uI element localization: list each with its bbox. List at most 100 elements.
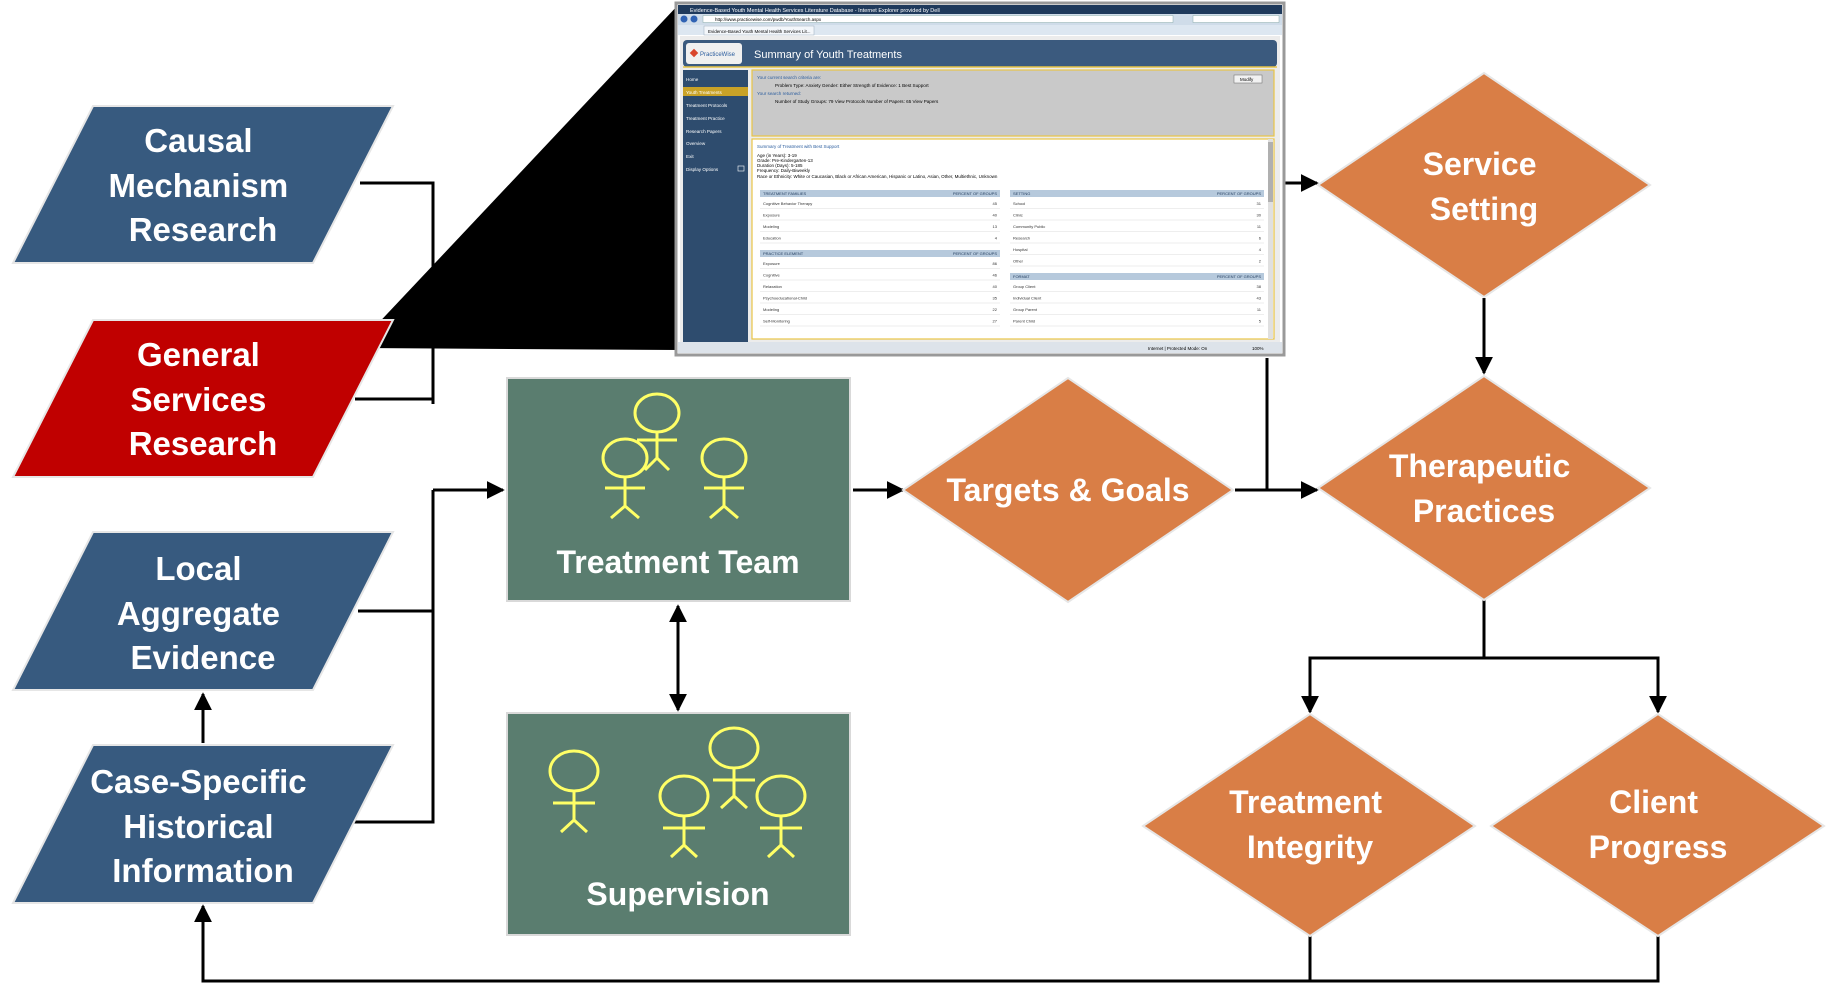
browser-tab-label: Evidence-Based Youth Mental Health Servi… xyxy=(708,29,811,34)
input-general-services-research: General Services Research xyxy=(11,319,395,478)
practicewise-logo xyxy=(686,43,742,64)
returned-values: Number of Study Groups: 79 View Protocol… xyxy=(775,99,939,104)
stick-figure-icon xyxy=(755,774,807,859)
decision-targets-goals: Targets & Goals xyxy=(901,376,1235,604)
table-header-label: SETTING xyxy=(1013,191,1030,196)
nav-item-display-options[interactable]: Display Options xyxy=(686,167,719,172)
input-causal-mechanism-research: Causal Mechanism Research xyxy=(11,105,395,264)
summary-line: Age (in Years): 3-19 xyxy=(757,153,797,158)
nav-item-home[interactable]: Home xyxy=(686,77,699,82)
team-label: Treatment Team xyxy=(556,544,799,580)
decision-line: Integrity xyxy=(1247,829,1373,865)
side-nav-items: Home Youth Treatments Treatment Protocol… xyxy=(683,77,748,172)
table-row-label: Clinic xyxy=(1013,213,1023,218)
decision-line: Client xyxy=(1609,784,1698,820)
table-row-label: Hospital xyxy=(1013,247,1028,252)
decision-line: Treatment xyxy=(1229,784,1382,820)
address-bar[interactable] xyxy=(702,15,1174,23)
input-line: Historical xyxy=(123,808,273,845)
stick-figure-icon xyxy=(601,437,649,520)
browser-tab[interactable] xyxy=(703,25,815,36)
table-row-value: 13 xyxy=(993,224,998,229)
criteria-values: Problem Type: Anxiety Gender: Either Str… xyxy=(775,83,929,88)
table-row-label: Education xyxy=(763,236,781,241)
input-line: Mechanism xyxy=(109,167,289,204)
supervision-label: Supervision xyxy=(586,876,769,912)
browser-status-bar xyxy=(678,342,1282,353)
nav-item-treatment-protocols[interactable]: Treatment Protocols xyxy=(686,103,728,108)
browser-search-input[interactable] xyxy=(1192,15,1280,23)
forward-icon[interactable] xyxy=(690,15,698,23)
summary-tables: TREATMENT FAMILIES PERCENT OF GROUPS Cogni… xyxy=(760,190,1264,327)
input-line: Research xyxy=(129,211,278,248)
table-row-label: Parent Child xyxy=(1013,319,1035,324)
table-row-value: 45 xyxy=(993,201,998,206)
table-header-label: PRACTICE ELEMENT xyxy=(763,251,804,256)
page-title: Summary of Youth Treatments xyxy=(754,49,902,61)
table-header-column: PERCENT OF GROUPS xyxy=(953,251,997,256)
decision-treatment-integrity: Treatment Integrity xyxy=(1141,712,1477,938)
zoom-level[interactable]: 100% xyxy=(1252,346,1264,351)
decision-label: Client Progress xyxy=(1589,784,1728,865)
summary-line: Frequency: Daily-Biweekly xyxy=(757,168,811,173)
stick-figure-icon xyxy=(548,749,600,834)
input-case-specific-historical-information: Case-Specific Historical Information xyxy=(11,744,395,904)
table-row-label: Exposure xyxy=(763,213,781,218)
table-row-value: 43 xyxy=(1257,296,1262,301)
table-row-label: Other xyxy=(1013,259,1024,264)
input-line: Local xyxy=(155,550,241,587)
decision-therapeutic-practices: Therapeutic Practices xyxy=(1316,374,1652,602)
practices-split-right xyxy=(1484,656,1667,714)
nav-item-research-papers[interactable]: Research Papers xyxy=(686,129,722,134)
table-row-label: Modeling xyxy=(763,224,779,229)
back-icon[interactable] xyxy=(680,15,688,23)
nav-item-exit[interactable]: Exit xyxy=(686,154,694,159)
criteria-text: Your current search criteria are: Proble… xyxy=(757,75,939,104)
decision-line: Setting xyxy=(1430,191,1538,227)
table-row-label: Group Parent xyxy=(1013,307,1038,312)
nav-item-youth-treatments[interactable]: Youth Treatments xyxy=(686,90,723,95)
supervision-figures xyxy=(548,726,807,859)
stick-figure-icon xyxy=(700,437,748,520)
decision-label: Therapeutic Practices xyxy=(1389,448,1579,529)
input-line: Causal xyxy=(144,122,252,159)
display-options-icon[interactable] xyxy=(737,165,745,172)
browser-window-title: Evidence-Based Youth Mental Health Servi… xyxy=(690,8,940,14)
table-row-label: Research xyxy=(1013,236,1030,241)
table-header-column: PERCENT OF GROUPS xyxy=(953,191,997,196)
summary-text: Summary of Treatment with Best Support A… xyxy=(757,144,998,179)
decision-client-progress: Client Progress xyxy=(1489,712,1826,938)
input-label: General Services Research xyxy=(129,336,278,462)
table-row-label: Modeling xyxy=(763,307,779,312)
address-url: http://www.practicewise.com/pwdb/YouthSe… xyxy=(715,17,822,22)
decision-label: Targets & Goals xyxy=(946,472,1189,508)
decision-line: Practices xyxy=(1413,493,1555,529)
table-row-value: 40 xyxy=(993,284,998,289)
team-figures xyxy=(601,392,748,520)
table-header-label: TREATMENT FAMILIES xyxy=(763,191,807,196)
table-row-value: 4 xyxy=(1259,247,1262,252)
stick-figure-icon xyxy=(658,774,710,859)
input-line: Aggregate xyxy=(117,595,280,632)
decision-line: Service xyxy=(1423,146,1537,182)
table-row-value: 40 xyxy=(993,213,998,218)
input-line: Research xyxy=(129,425,278,462)
table-row-value: 6 xyxy=(1259,236,1262,241)
input-line: Information xyxy=(112,852,293,889)
input-local-aggregate-evidence: Local Aggregate Evidence xyxy=(11,531,395,691)
returned-heading: Your search returned: xyxy=(757,91,801,96)
input-line: General xyxy=(137,336,260,373)
criteria-panel xyxy=(751,69,1275,137)
table-row-label: Cognitive xyxy=(763,273,780,278)
stick-figure-icon xyxy=(633,392,681,472)
nav-item-treatment-practice[interactable]: Treatment Practice xyxy=(686,116,725,121)
screenshot-callout-wedge xyxy=(355,3,680,350)
input-line: Case-Specific xyxy=(90,763,306,800)
modify-button[interactable] xyxy=(1233,74,1263,84)
embedded-screenshot: Evidence-Based Youth Mental Health Servi… xyxy=(674,1,1286,357)
page-scrollbar[interactable] xyxy=(1268,139,1273,339)
stick-figure-icon xyxy=(708,726,760,810)
decision-line: Therapeutic xyxy=(1389,448,1570,484)
page-scrollbar-thumb[interactable] xyxy=(1268,142,1273,202)
nav-item-overview[interactable]: Overview xyxy=(686,141,706,146)
